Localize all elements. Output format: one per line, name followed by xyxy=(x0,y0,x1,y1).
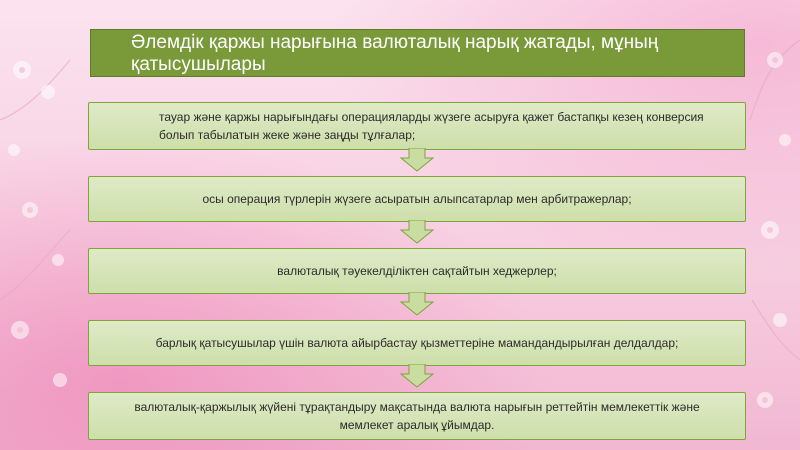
down-arrow-icon xyxy=(400,364,434,388)
list-item-5: валюталық-қаржылық жүйені тұрақтандыру м… xyxy=(88,392,746,440)
list-item-2: осы операция түрлерін жүзеге асыратын ал… xyxy=(88,176,746,222)
down-arrow-icon xyxy=(400,220,434,244)
down-arrow-icon xyxy=(400,148,434,172)
list-item-3: валюталық тәуекелділіктен сақтайтын хедж… xyxy=(88,248,746,294)
diagram-title: Әлемдік қаржы нарығына валюталық нарық ж… xyxy=(90,29,745,77)
list-item-1: тауар және қаржы нарығындағы операциялар… xyxy=(88,102,746,150)
down-arrow-icon xyxy=(400,292,434,316)
list-item-4: барлық қатысушылар үшін валюта айырбаста… xyxy=(88,320,746,366)
